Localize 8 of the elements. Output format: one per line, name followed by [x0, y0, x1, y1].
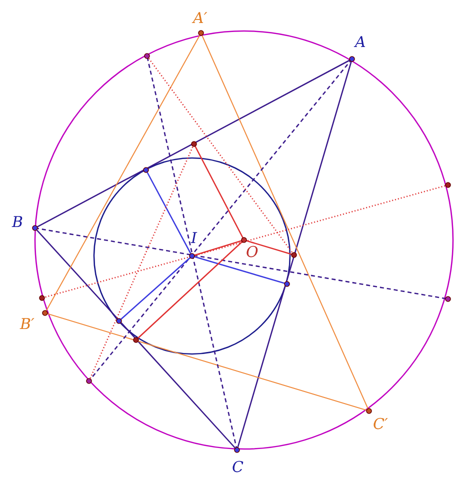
point-label: B′	[20, 316, 34, 332]
point-label: I	[191, 230, 197, 246]
point-label: A	[355, 34, 366, 50]
point-label: B	[12, 214, 24, 230]
point-label: C	[232, 459, 244, 475]
point-label: O	[246, 244, 258, 260]
point-label: A′	[193, 10, 208, 26]
point-label: C′	[373, 416, 388, 432]
